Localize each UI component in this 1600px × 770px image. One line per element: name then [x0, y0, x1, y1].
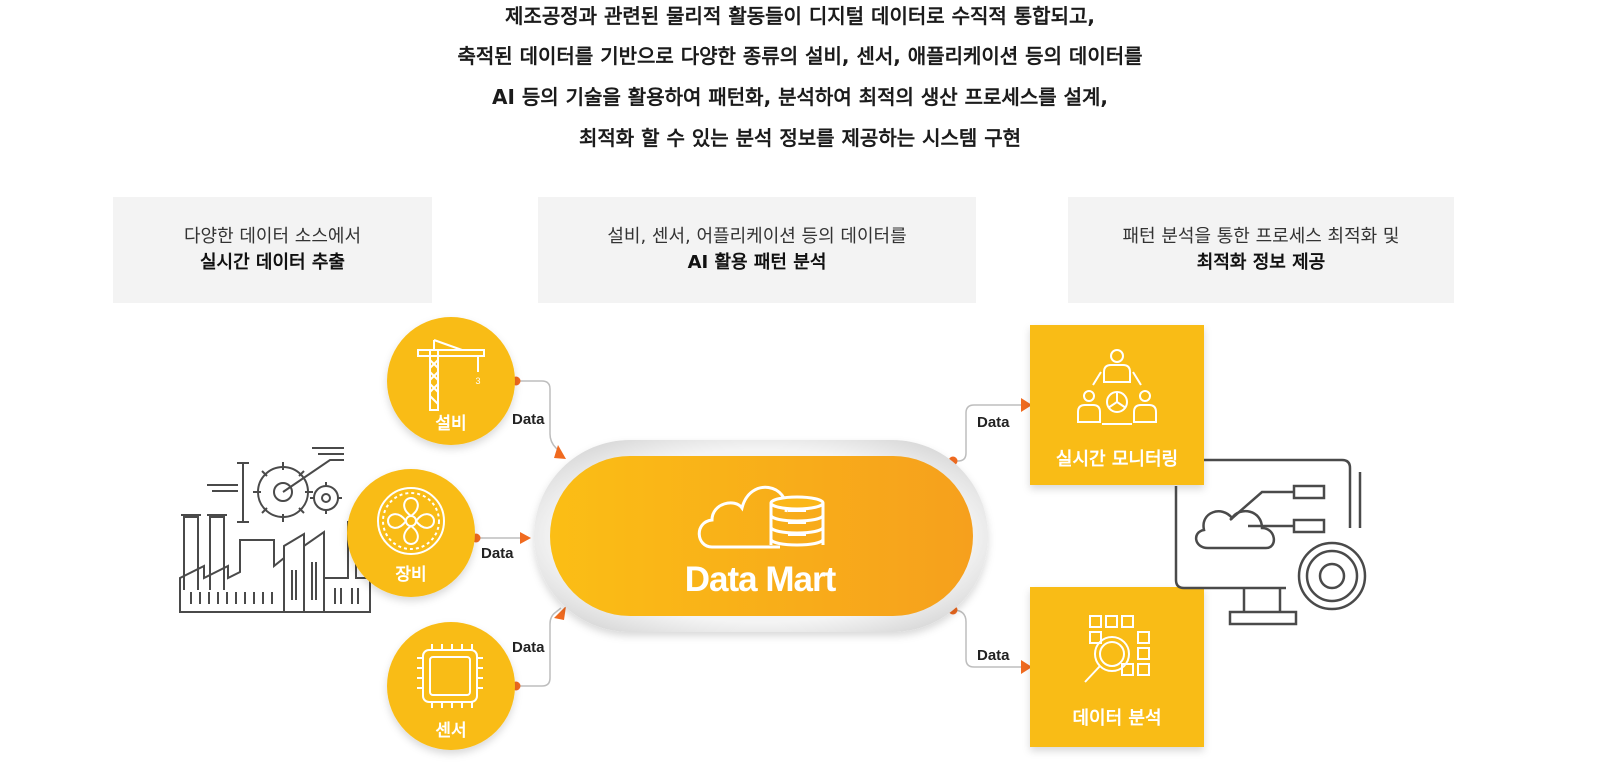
data-mart-label: Data Mart: [685, 560, 837, 599]
gear-icon: [207, 447, 344, 523]
intro-line-1: 제조공정과 관련된 물리적 활동들이 디지털 데이터로 수직적 통합되고,: [505, 4, 1095, 28]
data-label-sensor: Data: [512, 639, 545, 656]
team-monitoring-icon: [1077, 349, 1157, 425]
output-analysis-label: 데이터 분석: [1072, 708, 1161, 729]
connector-monitoring: [953, 404, 1024, 462]
connector-analysis: [952, 609, 1024, 668]
intro-line-2: 축적된 데이터를 기반으로 다양한 종류의 설비, 센서, 애플리케이션 등의 …: [457, 44, 1143, 68]
source-sensor-label: 센서: [435, 721, 466, 741]
fan-icon: [377, 487, 445, 555]
source-equipment-label: 설비: [435, 414, 466, 434]
chip-icon: [417, 644, 483, 708]
cloud-database-icon: [697, 485, 825, 549]
step-box-extract-line2: 실시간 데이터 추출: [199, 252, 345, 273]
crane-hook-icon: 3: [475, 376, 480, 386]
connector-lines: [476, 380, 1024, 687]
data-label-analysis: Data: [977, 647, 1010, 664]
output-monitoring: 실시간 모니터링: [1030, 325, 1204, 485]
source-device-label: 장비: [395, 565, 426, 585]
step-box-extract-line1: 다양한 데이터 소스에서: [183, 226, 362, 247]
step-box-analyze: 설비, 센서, 어플리케이션 등의 데이터를 AI 활용 패턴 분석: [538, 197, 976, 303]
factory-illustration: [179, 447, 371, 613]
source-equipment: 3 설비: [387, 317, 515, 445]
source-sensor: 센서: [387, 622, 515, 750]
source-device: 장비: [347, 469, 475, 597]
crane-icon: [417, 339, 485, 411]
monitor-icon: [1174, 458, 1367, 626]
data-label-equipment: Data: [512, 411, 545, 428]
data-label-device: Data: [481, 545, 514, 562]
output-analysis: 데이터 분석: [1030, 587, 1204, 747]
data-analysis-icon: [1084, 615, 1150, 683]
data-label-monitoring: Data: [977, 414, 1010, 431]
output-monitoring-label: 실시간 모니터링: [1056, 449, 1178, 470]
intro-line-4: 최적화 할 수 있는 분석 정보를 제공하는 시스템 구현: [578, 126, 1022, 150]
step-box-analyze-line1: 설비, 센서, 어플리케이션 등의 데이터를: [607, 226, 907, 247]
connector-equipment: [516, 380, 562, 454]
step-box-extract: 다양한 데이터 소스에서 실시간 데이터 추출: [113, 197, 432, 303]
intro-line-3: AI 등의 기술을 활용하여 패턴화, 분석하여 최적의 생산 프로세스를 설계…: [492, 85, 1108, 109]
step-box-optimize-line1: 패턴 분석을 통한 프로세스 최적화 및: [1122, 226, 1400, 247]
step-box-analyze-line2: AI 활용 패턴 분석: [687, 252, 827, 273]
data-mart-hub: Data Mart: [534, 440, 988, 632]
step-box-optimize-line2: 최적화 정보 제공: [1196, 252, 1326, 273]
step-box-optimize: 패턴 분석을 통한 프로세스 최적화 및 최적화 정보 제공: [1068, 197, 1454, 303]
connector-sensor: [516, 607, 562, 687]
